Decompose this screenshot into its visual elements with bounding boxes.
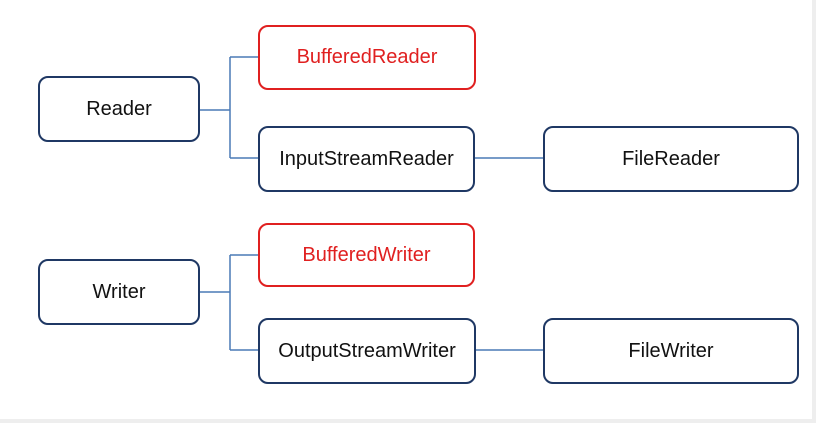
output-stream-writer-box: OutputStreamWriter bbox=[258, 318, 476, 384]
reader-connector bbox=[200, 56, 258, 159]
output-stream-writer-label: OutputStreamWriter bbox=[278, 339, 456, 362]
reader-box: Reader bbox=[38, 76, 200, 142]
buffered-reader-label: BufferedReader bbox=[296, 46, 438, 68]
reader-label: Reader bbox=[86, 97, 152, 120]
buffered-reader-box: BufferedReader bbox=[258, 25, 476, 90]
input-stream-reader-label: InputStreamReader bbox=[279, 147, 454, 170]
input-stream-reader-box: InputStreamReader bbox=[258, 126, 475, 192]
writer-label: Writer bbox=[92, 280, 146, 303]
file-reader-box: FileReader bbox=[543, 126, 799, 192]
file-writer-box: FileWriter bbox=[543, 318, 799, 384]
file-reader-label: FileReader bbox=[622, 147, 720, 170]
buffered-writer-box: BufferedWriter bbox=[258, 223, 475, 287]
writer-box: Writer bbox=[38, 259, 200, 325]
file-writer-label: FileWriter bbox=[628, 339, 714, 362]
writer-connector bbox=[200, 254, 258, 351]
buffered-writer-label: BufferedWriter bbox=[302, 243, 431, 266]
